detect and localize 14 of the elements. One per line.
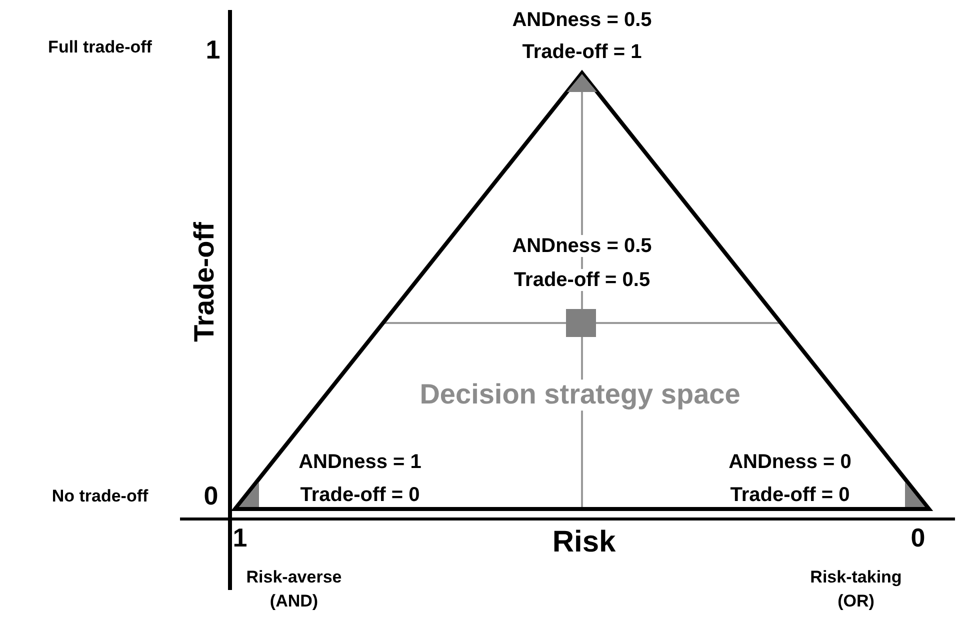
value-label: Trade-off = 1 xyxy=(522,41,642,63)
axis-tick-label: Risk-taking xyxy=(810,568,902,588)
axis-tick: 0 xyxy=(910,524,926,552)
axis-tick-label: (AND) xyxy=(270,592,318,612)
value-label: ANDness = 0.5 xyxy=(512,9,652,31)
axis-title: Trade-off xyxy=(190,222,220,342)
axis-tick-label: No trade-off xyxy=(52,488,148,506)
axis-tick-label: (OR) xyxy=(838,592,874,612)
axis-tick-label: Risk-averse xyxy=(246,568,342,588)
axis-title: Risk xyxy=(552,526,616,558)
axis-tick: 1 xyxy=(206,36,220,64)
axis-tick-label: Full trade-off xyxy=(48,38,152,58)
axis-tick: 0 xyxy=(204,482,218,510)
axis-tick: 1 xyxy=(232,524,248,552)
